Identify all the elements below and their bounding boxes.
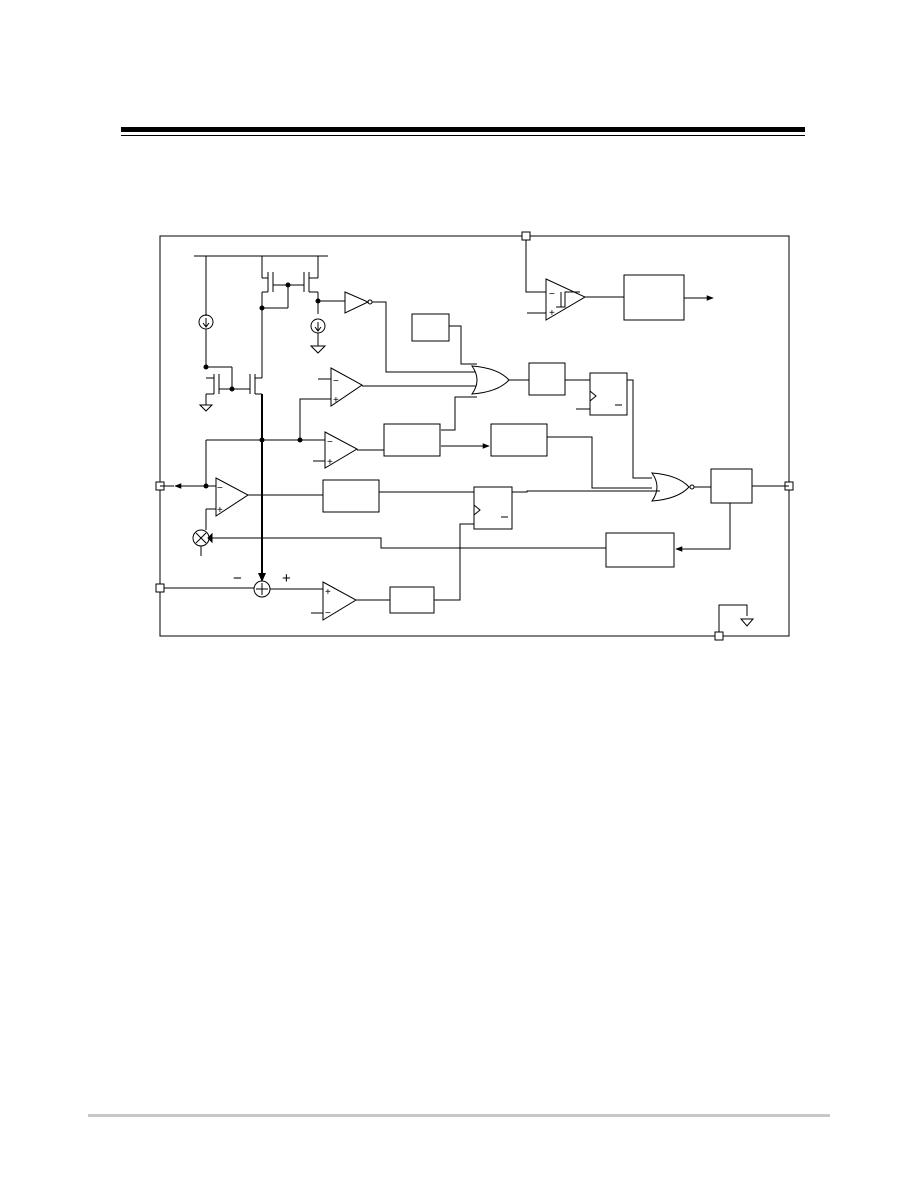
error-amplifier (215, 477, 249, 517)
latch-1 (589, 372, 628, 416)
pin-sign: − (325, 608, 331, 619)
pin-sign: − (333, 376, 339, 387)
comparator-3 (322, 581, 358, 621)
block-small-top (411, 313, 450, 342)
pin-sign: − (549, 289, 555, 300)
pin-sign: + (217, 505, 223, 516)
pin-left-lower (155, 583, 165, 593)
block-uvlo (623, 274, 685, 321)
summing-minus-sign: − (233, 570, 242, 587)
or-gate (470, 365, 510, 395)
block-feedback (605, 532, 675, 568)
block-error-output (322, 479, 380, 513)
inverter (344, 291, 370, 314)
block-comp3-output (389, 586, 435, 614)
pin-sign: + (325, 587, 331, 598)
nor-gate (650, 472, 690, 502)
header-rule-thick (121, 127, 805, 132)
pin-top (521, 231, 531, 241)
pin-sign: − (217, 483, 223, 494)
pin-sign: + (549, 308, 555, 319)
summing-plus-sign: + (282, 570, 291, 587)
block-comp2-output (383, 423, 441, 457)
nmos-mirror (205, 366, 262, 405)
comparator-1 (330, 367, 363, 407)
block-driver (710, 468, 753, 504)
block-delay (490, 423, 548, 457)
chip-boundary (159, 235, 790, 637)
latch-2 (473, 486, 513, 530)
block-or-output (528, 362, 566, 396)
pin-sign: − (327, 437, 333, 448)
pin-bottom (714, 631, 724, 641)
pin-sign: + (327, 457, 333, 468)
footer-rule (88, 1114, 830, 1117)
pmos-mirror (262, 272, 318, 309)
comparator-2 (324, 431, 359, 469)
pin-sign: + (333, 395, 339, 406)
ground-symbol (309, 345, 327, 354)
header-rule-thin (121, 135, 805, 136)
hysteresis-comparator (545, 278, 587, 321)
